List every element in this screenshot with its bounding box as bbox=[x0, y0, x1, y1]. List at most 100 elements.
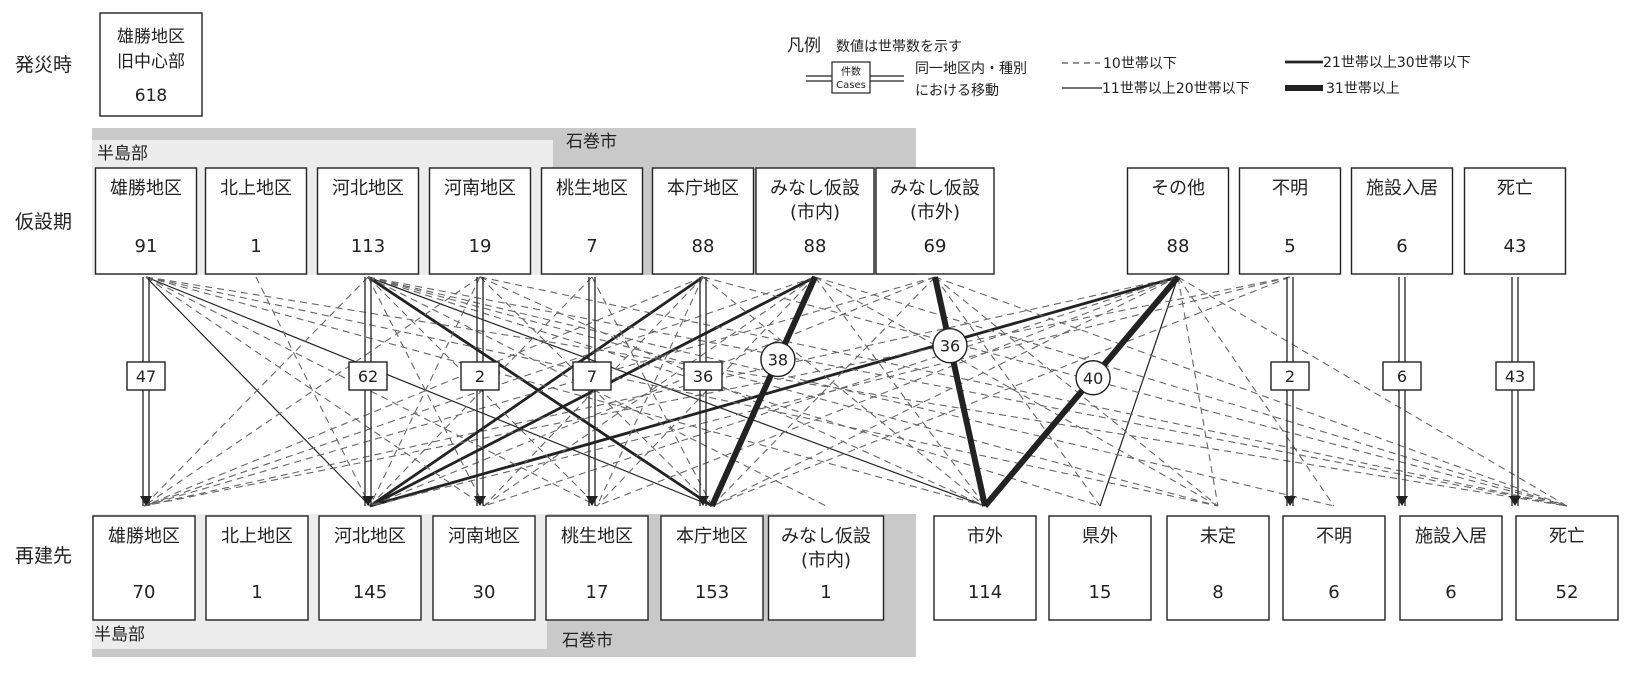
flow-dashed-t_minashi_out-r_death bbox=[934, 276, 1568, 507]
flow-dashed-t_kahoku-r_undecided bbox=[367, 276, 1219, 507]
group-label-hanto-top: 半島部 bbox=[97, 144, 148, 164]
flow-labeled-t_other-r_outside_city bbox=[982, 275, 1181, 508]
temporary-box-t_minashi_in bbox=[755, 167, 875, 275]
rebuild-name-r_kanan: 河南地区 bbox=[448, 526, 520, 547]
temporary-box-t_other bbox=[1126, 167, 1230, 275]
rebuild-name-r_ogatsu: 雄勝地区 bbox=[108, 526, 180, 547]
origin-name-line1: 雄勝地区 bbox=[117, 27, 185, 47]
temporary-value-t_ogatsu: 91 bbox=[135, 236, 158, 257]
same-area-arrowhead-t_facility bbox=[1396, 496, 1408, 506]
temporary-name-t_minashi_out: みなし仮設 bbox=[890, 178, 980, 199]
rebuild-box-r_outside_city bbox=[933, 515, 1037, 621]
flow-dashed-t_other-r_undecided bbox=[1177, 276, 1219, 507]
same-area-count-box-t_ogatsu bbox=[126, 361, 166, 391]
temporary-box-t_unknown bbox=[1238, 167, 1342, 275]
flow-medium-t_other-r_kahoku bbox=[369, 275, 1179, 508]
same-area-count-t_monou: 7 bbox=[587, 367, 597, 386]
flow-dashed-t_ogatsu-r_undecided bbox=[145, 276, 1219, 507]
temporary-box-t_kahoku bbox=[316, 167, 420, 275]
origin-value: 618 bbox=[135, 86, 167, 106]
rebuild-box-r_outside_pref bbox=[1048, 515, 1152, 621]
flow-dashed-t_minashi_out-r_ogatsu bbox=[143, 276, 936, 507]
temporary-value-t_unknown: 5 bbox=[1284, 236, 1295, 257]
temporary-node-t_death: 死亡 43 bbox=[1463, 167, 1567, 275]
same-area-count-box-t_unknown bbox=[1270, 361, 1310, 391]
flow-dashed-t_honcho-r_ogatsu bbox=[143, 276, 704, 507]
rebuild-value-r_undecided: 8 bbox=[1212, 582, 1223, 603]
legend-same-area-line2: における移動 bbox=[915, 83, 999, 99]
same-area-arrowhead-t_kahoku bbox=[362, 496, 374, 506]
rebuild-name-r_death: 死亡 bbox=[1549, 526, 1585, 547]
temporary-name-t_monou: 桃生地区 bbox=[556, 178, 628, 199]
stage-label-temporary: 仮設期 bbox=[15, 211, 72, 233]
origin-name-line2: 旧中心部 bbox=[117, 52, 185, 72]
same-area-count-t_kanan: 2 bbox=[475, 367, 485, 386]
flow-count-label-t_minashi_in: 38 bbox=[768, 350, 788, 369]
temporary-name-line2-t_minashi_out: (市外) bbox=[910, 202, 960, 223]
flow-count-circle-t_other bbox=[1075, 360, 1111, 396]
rebuild-value-r_unknown: 6 bbox=[1328, 582, 1339, 603]
temporary-value-t_minashi_in: 88 bbox=[804, 236, 827, 257]
nodes-layer: 雄勝地区91北上地区1河北地区113河南地区19桃生地区7本庁地区88みなし仮設… bbox=[92, 167, 1619, 621]
flow-dashed-t_minashi_out-r_undecided bbox=[934, 276, 1219, 507]
same-area-count-t_ogatsu: 47 bbox=[136, 367, 156, 386]
same-area-arrowhead-t_unknown bbox=[1284, 496, 1296, 506]
rebuild-name-r_kahoku: 河北地区 bbox=[334, 526, 406, 547]
same-area-flows-layer bbox=[140, 277, 1521, 506]
flow-dashed-t_kanan-r_death bbox=[479, 276, 1568, 507]
rebuild-name-r_minashi_in: みなし仮設 bbox=[781, 526, 871, 547]
flow-dashed-t_ogatsu-r_outside_city bbox=[145, 276, 986, 507]
rebuild-value-r_outside_pref: 15 bbox=[1089, 582, 1112, 603]
temporary-name-t_kanan: 河南地区 bbox=[444, 178, 516, 199]
legend-title: 凡例 bbox=[787, 36, 821, 56]
rebuild-box-r_undecided bbox=[1166, 515, 1270, 621]
stage-label-rebuild: 再建先 bbox=[15, 545, 72, 567]
legend-note: 数値は世帯数を示す bbox=[836, 39, 962, 55]
same-area-arrowhead-t_kanan bbox=[474, 496, 486, 506]
rebuild-box-r_kanan bbox=[432, 515, 536, 621]
temporary-box-t_ogatsu bbox=[94, 167, 198, 275]
temporary-value-t_minashi_out: 69 bbox=[924, 236, 947, 257]
flow-dashed-t_other-r_death bbox=[1177, 276, 1568, 507]
flow-labeled-t_minashi_in-r_honcho bbox=[709, 275, 818, 508]
flow-dashed-t_other-r_monou bbox=[596, 276, 1179, 507]
temporary-node-t_minashi_in: みなし仮設(市内)88 bbox=[755, 167, 875, 275]
legend-case-box-line1: 件数 bbox=[841, 65, 861, 78]
rebuild-name-r_unknown: 不明 bbox=[1316, 526, 1352, 547]
rebuild-value-r_death: 52 bbox=[1556, 582, 1579, 603]
temporary-box-t_kitakami bbox=[204, 167, 308, 275]
rebuild-box-r_monou bbox=[545, 515, 649, 621]
temporary-value-t_facility: 6 bbox=[1396, 236, 1407, 257]
rebuild-name-r_monou: 桃生地区 bbox=[561, 526, 633, 547]
same-area-count-t_honcho: 36 bbox=[693, 367, 713, 386]
temporary-value-t_death: 43 bbox=[1504, 236, 1527, 257]
rebuild-value-r_honcho: 153 bbox=[695, 582, 729, 603]
flow-dashed-t_unknown-r_honcho bbox=[711, 276, 1291, 507]
flow-dashed-t_other-r_unknown bbox=[1177, 276, 1335, 507]
flow-thin-t_kahoku-r_outside_city bbox=[367, 276, 986, 507]
same-area-arrowhead-t_death bbox=[1509, 496, 1521, 506]
legend-thin-label: 11世帯以上20世帯以下 bbox=[1102, 81, 1250, 97]
rebuild-box-r_ogatsu bbox=[92, 515, 196, 621]
temporary-value-t_monou: 7 bbox=[586, 236, 597, 257]
temporary-name-t_kitakami: 北上地区 bbox=[220, 178, 292, 199]
rebuild-value-r_facility: 6 bbox=[1445, 582, 1456, 603]
flow-dashed-t_ogatsu-r_kanan bbox=[145, 276, 485, 507]
temporary-name-t_death: 死亡 bbox=[1497, 178, 1533, 199]
rebuild-value-r_ogatsu: 70 bbox=[133, 582, 156, 603]
same-area-count-box-t_kahoku bbox=[348, 361, 388, 391]
rebuild-value-r_monou: 17 bbox=[586, 582, 609, 603]
same-area-count-box-t_honcho bbox=[683, 361, 723, 391]
rebuild-value-r_outside_city: 114 bbox=[968, 582, 1002, 603]
temporary-name-t_facility: 施設入居 bbox=[1366, 178, 1438, 199]
legend-dashed-label: 10世帯以下 bbox=[1103, 56, 1177, 72]
temporary-name-line2-t_minashi_in: (市内) bbox=[790, 202, 840, 223]
temporary-box-t_death bbox=[1463, 167, 1567, 275]
